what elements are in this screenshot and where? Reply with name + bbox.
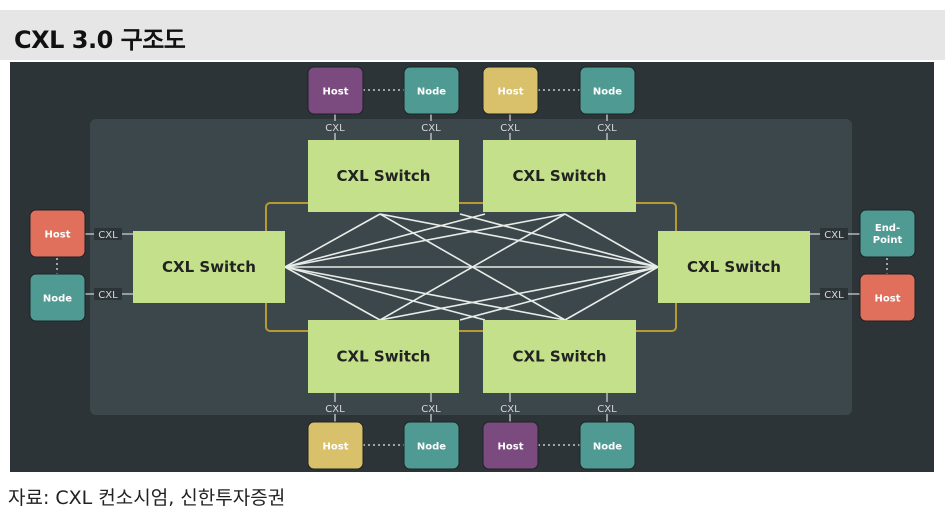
device-box [307, 421, 364, 470]
cxl-label: CXL [98, 290, 118, 301]
switch-label: CXL Switch [162, 258, 256, 276]
device-label: Node [417, 87, 446, 98]
node-left: Node [29, 273, 86, 322]
fabric-link [284, 266, 486, 321]
device-box [29, 273, 86, 322]
cxl-label: CXL [597, 404, 617, 415]
switch-label: CXL Switch [687, 258, 781, 276]
fabric-link [284, 213, 566, 268]
device-label: Point [873, 235, 903, 246]
device-label: Host [498, 442, 524, 453]
switch-left: CXL Switch [133, 231, 285, 303]
endpoint-right: End-Point [859, 209, 916, 258]
switch-box [483, 320, 636, 393]
host-right: Host [859, 273, 916, 322]
title-bar [0, 10, 945, 60]
fabric-link [564, 213, 659, 268]
cxl-label: CXL [421, 123, 441, 134]
switch-label: CXL Switch [337, 167, 431, 185]
device-label: Node [593, 87, 622, 98]
fabric-link [284, 213, 486, 268]
switch-label: CXL Switch [513, 348, 607, 366]
cxl-label-bg [595, 402, 619, 414]
fabric-link [564, 266, 659, 321]
fabric-link [284, 266, 381, 321]
device-label: Host [875, 294, 901, 305]
cxl-label: CXL [824, 290, 844, 301]
device-label: Host [45, 230, 71, 241]
device-box [403, 421, 460, 470]
host-bottom-1: Host [307, 421, 364, 470]
cxl-label-bg [323, 121, 347, 133]
cxl-label: CXL [824, 230, 844, 241]
host-top-2: Host [482, 66, 539, 115]
switch-bottom-left: CXL Switch [308, 320, 459, 393]
cxl-label: CXL [325, 404, 345, 415]
cxl-label-bg [94, 228, 122, 240]
device-box [859, 209, 916, 258]
cxl-label: CXL [421, 404, 441, 415]
device-box [579, 66, 636, 115]
source-note: 자료: CXL 컨소시엄, 신한투자증권 [8, 487, 286, 509]
fabric-link [379, 266, 659, 321]
page-title: CXL 3.0 구조도 [14, 26, 186, 54]
cxl-label: CXL [325, 123, 345, 134]
fabric-link [284, 266, 566, 321]
fabric-link [459, 213, 659, 268]
device-label: Node [417, 442, 446, 453]
cxl-label-bg [323, 402, 347, 414]
device-box [859, 273, 916, 322]
switch-top-right: CXL Switch [483, 140, 636, 212]
fabric-link [459, 266, 659, 321]
switch-label: CXL Switch [337, 348, 431, 366]
device-label: Host [323, 442, 349, 453]
device-box [482, 66, 539, 115]
node-bottom-2: Node [579, 421, 636, 470]
device-label: Host [323, 87, 349, 98]
switch-box [308, 320, 459, 393]
switch-label: CXL Switch [513, 167, 607, 185]
cxl-label-bg [419, 402, 443, 414]
device-box [307, 66, 364, 115]
cxl-label: CXL [98, 230, 118, 241]
switch-box [308, 140, 459, 212]
cxl-label-bg [595, 121, 619, 133]
host-bottom-2: Host [482, 421, 539, 470]
node-bottom-1: Node [403, 421, 460, 470]
device-label: Node [593, 442, 622, 453]
node-top-2: Node [579, 66, 636, 115]
node-top-1: Node [403, 66, 460, 115]
host-top-1: Host [307, 66, 364, 115]
cxl-label: CXL [597, 123, 617, 134]
cxl-label-bg [419, 121, 443, 133]
device-label: End- [875, 223, 900, 234]
device-label: Host [498, 87, 524, 98]
switch-right: CXL Switch [658, 231, 810, 303]
cxl-label-bg [498, 121, 522, 133]
cxl-label-bg [94, 288, 122, 300]
fabric-link [379, 213, 659, 268]
device-label: Node [43, 294, 72, 305]
switch-top-left: CXL Switch [308, 140, 459, 212]
cxl-label-bg [820, 228, 848, 240]
switch-bottom-right: CXL Switch [483, 320, 636, 393]
fabric-link [284, 213, 381, 268]
device-box [579, 421, 636, 470]
cxl-label: CXL [500, 404, 520, 415]
cxl-label-bg [820, 288, 848, 300]
device-box [482, 421, 539, 470]
switch-box [483, 140, 636, 212]
host-left: Host [29, 209, 86, 258]
switch-box [133, 231, 285, 303]
switch-box [658, 231, 810, 303]
device-box [29, 209, 86, 258]
cxl-label-bg [498, 402, 522, 414]
device-box [403, 66, 460, 115]
cxl-label: CXL [500, 123, 520, 134]
